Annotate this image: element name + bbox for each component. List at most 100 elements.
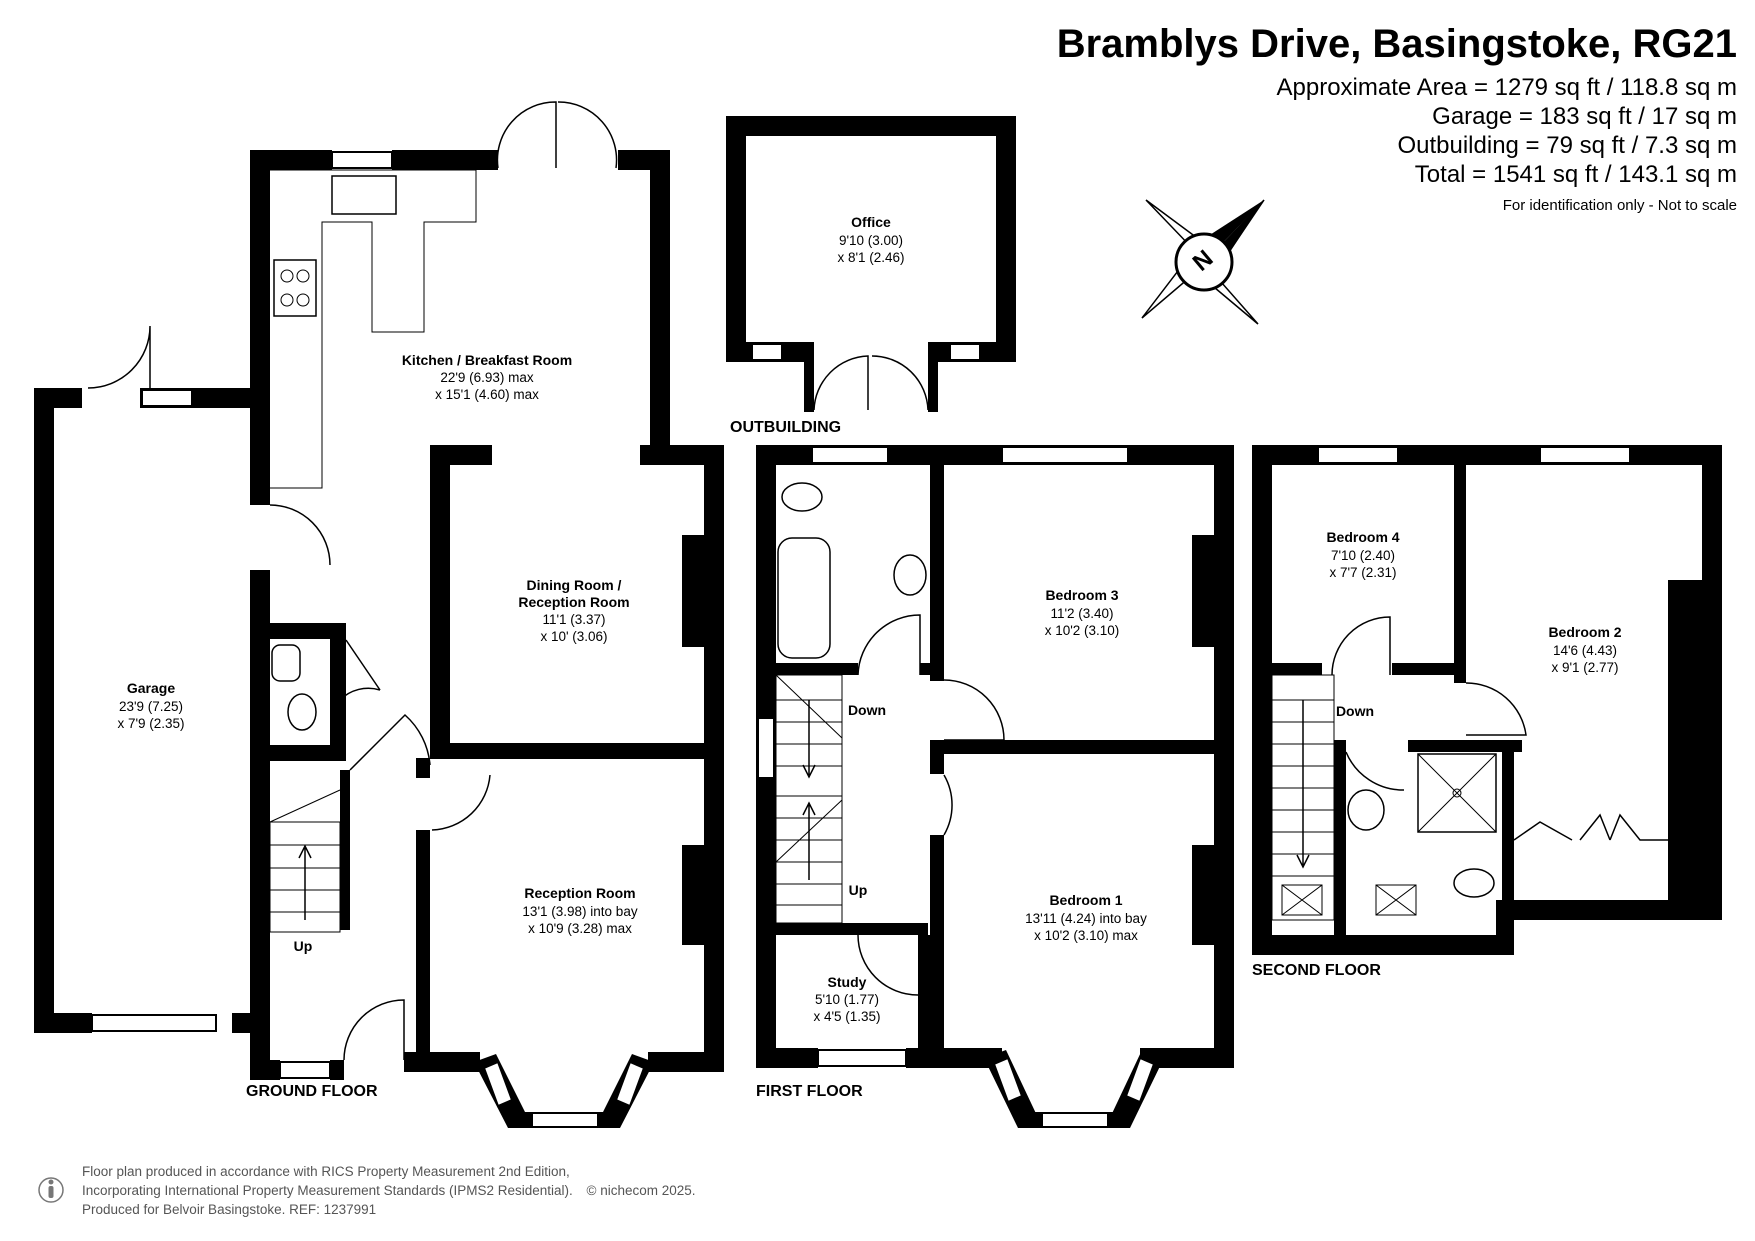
bedroom2-window — [1539, 446, 1631, 464]
reception-name: Reception Room — [524, 885, 635, 901]
garage-wall-bottom — [232, 1013, 250, 1033]
bedroom1-wall-left — [930, 835, 944, 1060]
ground-stairs-up-label: Up — [294, 938, 313, 954]
hob-ring-icon — [296, 293, 310, 307]
office-name: Office — [851, 214, 891, 230]
wc-basin — [271, 644, 301, 682]
office-door-right — [871, 355, 929, 411]
garage-window — [141, 389, 193, 407]
bedroom3-wall-left — [930, 665, 944, 681]
bay-window-side — [482, 1060, 514, 1108]
hall-window — [279, 1061, 331, 1079]
bedroom4-name: Bedroom 4 — [1326, 529, 1399, 545]
kitchen-dim-2: x 15'1 (4.60) max — [435, 387, 539, 402]
bedroom2-wall — [1454, 675, 1466, 683]
hob-ring-icon — [296, 269, 310, 283]
shower-room-wall-top — [1408, 740, 1522, 752]
text-layer: Office 9'10 (3.00) x 8'1 (2.46) Kitchen … — [117, 214, 1621, 1024]
eaves-wall — [1668, 580, 1702, 920]
office-door-jamb — [928, 342, 938, 412]
bay-window-side — [614, 1060, 646, 1108]
hall-wall-right — [416, 830, 430, 1065]
outbuilding-plan — [726, 116, 1016, 412]
hall-door — [349, 713, 431, 771]
header: Bramblys Drive, Basingstoke, RG21 Approx… — [1057, 22, 1737, 214]
bathroom-wall-bottom — [776, 663, 858, 675]
floor-labels: GROUND FLOOR FIRST FLOOR SECOND FLOOR OU… — [246, 419, 1381, 1100]
patio-door-left — [496, 101, 557, 169]
ground-floor-label: GROUND FLOOR — [246, 1083, 378, 1100]
bay-window-side — [1124, 1056, 1156, 1104]
area-line: Total = 1541 sq ft / 143.1 sq m — [1414, 161, 1737, 188]
dining-wall-top — [640, 445, 724, 465]
bedroom2-dim-1: 14'6 (4.43) — [1553, 643, 1617, 658]
first-wall-right — [1214, 445, 1234, 1060]
shower-room-wall-right — [1502, 740, 1514, 935]
reception-wall-bottom — [404, 1052, 480, 1072]
patio-door-right — [557, 101, 618, 169]
stair-arrow-icon — [802, 700, 816, 779]
bedroom4-window — [1317, 446, 1399, 464]
reception-dim-1: 13'1 (3.98) into bay — [522, 904, 637, 919]
first-wall-bottom — [906, 1048, 1002, 1068]
scale-note: For identification only - Not to scale — [1502, 197, 1737, 214]
bedroom4-wall-bottom — [1272, 663, 1322, 675]
skylight — [1281, 884, 1323, 916]
shower-room-basin — [1347, 789, 1385, 831]
footer-line-2-row: Incorporating International Property Mea… — [82, 1181, 696, 1200]
bay-window — [531, 1112, 599, 1128]
study-wall-top — [776, 923, 928, 935]
second-wall-bottom — [1252, 935, 1514, 955]
person-icon — [38, 1177, 64, 1203]
bedroom3-wall-bottom — [930, 740, 1214, 754]
shower-drain-icon — [1452, 788, 1462, 798]
wc-door — [345, 639, 381, 691]
bedroom1-name: Bedroom 1 — [1049, 892, 1122, 908]
office-door-left — [813, 355, 869, 411]
bedroom4-wall-bottom — [1392, 663, 1466, 675]
bedroom1-door — [943, 774, 953, 836]
skylight — [1375, 884, 1417, 916]
skylight-cross — [1375, 884, 1417, 916]
hob-ring-icon — [280, 293, 294, 307]
garage-front-door — [91, 1014, 217, 1032]
second-stairs-down-label: Down — [1336, 703, 1374, 719]
bedroom4-door — [1331, 616, 1391, 676]
stair-wall — [340, 770, 350, 930]
kitchen-wall-left — [250, 150, 270, 505]
first-wall-bottom — [1140, 1048, 1234, 1068]
landing-window — [757, 717, 775, 779]
first-stairs-up-label: Up — [849, 882, 868, 898]
bedroom2-wall-bottom — [1502, 900, 1722, 920]
office-wall-top — [726, 116, 1016, 136]
bedroom2-door — [1465, 682, 1527, 736]
kitchen-name: Kitchen / Breakfast Room — [402, 352, 572, 368]
bedroom3-window — [1001, 446, 1129, 464]
bathroom-toilet — [781, 482, 823, 512]
footer: Floor plan produced in accordance with R… — [82, 1162, 696, 1219]
bedroom1-wall-left — [930, 754, 944, 774]
office-door-jamb — [804, 342, 814, 412]
study-wall-bottom — [756, 1048, 818, 1068]
bedroom4-dim-2: x 7'7 (2.31) — [1329, 565, 1396, 580]
bay-window — [1041, 1112, 1109, 1128]
kitchen-worktop — [270, 169, 477, 489]
garage-name: Garage — [127, 680, 175, 696]
bedroom3-name: Bedroom 3 — [1045, 587, 1118, 603]
hall-wall — [416, 758, 430, 778]
hall-wall-bottom — [330, 1060, 344, 1080]
chimney-breast — [1192, 845, 1214, 945]
area-line: Outbuilding = 79 sq ft / 7.3 sq m — [1397, 132, 1737, 159]
stair-arrow-icon — [1296, 700, 1310, 869]
second-floor-label: SECOND FLOOR — [1252, 962, 1381, 979]
garage-side-door — [87, 325, 151, 389]
second-wall-left — [1252, 445, 1272, 955]
dining-dim-2: x 10' (3.06) — [540, 629, 607, 644]
office-dim-1: 9'10 (3.00) — [839, 233, 903, 248]
wc-wall-top — [270, 623, 340, 639]
study-dim-2: x 4'5 (1.35) — [813, 1009, 880, 1024]
office-dim-2: x 8'1 (2.46) — [837, 250, 904, 265]
bedroom1-dim-1: 13'11 (4.24) into bay — [1025, 911, 1147, 926]
garage-dim-2: x 7'9 (2.35) — [117, 716, 184, 731]
dining-wall-bottom — [430, 743, 724, 759]
